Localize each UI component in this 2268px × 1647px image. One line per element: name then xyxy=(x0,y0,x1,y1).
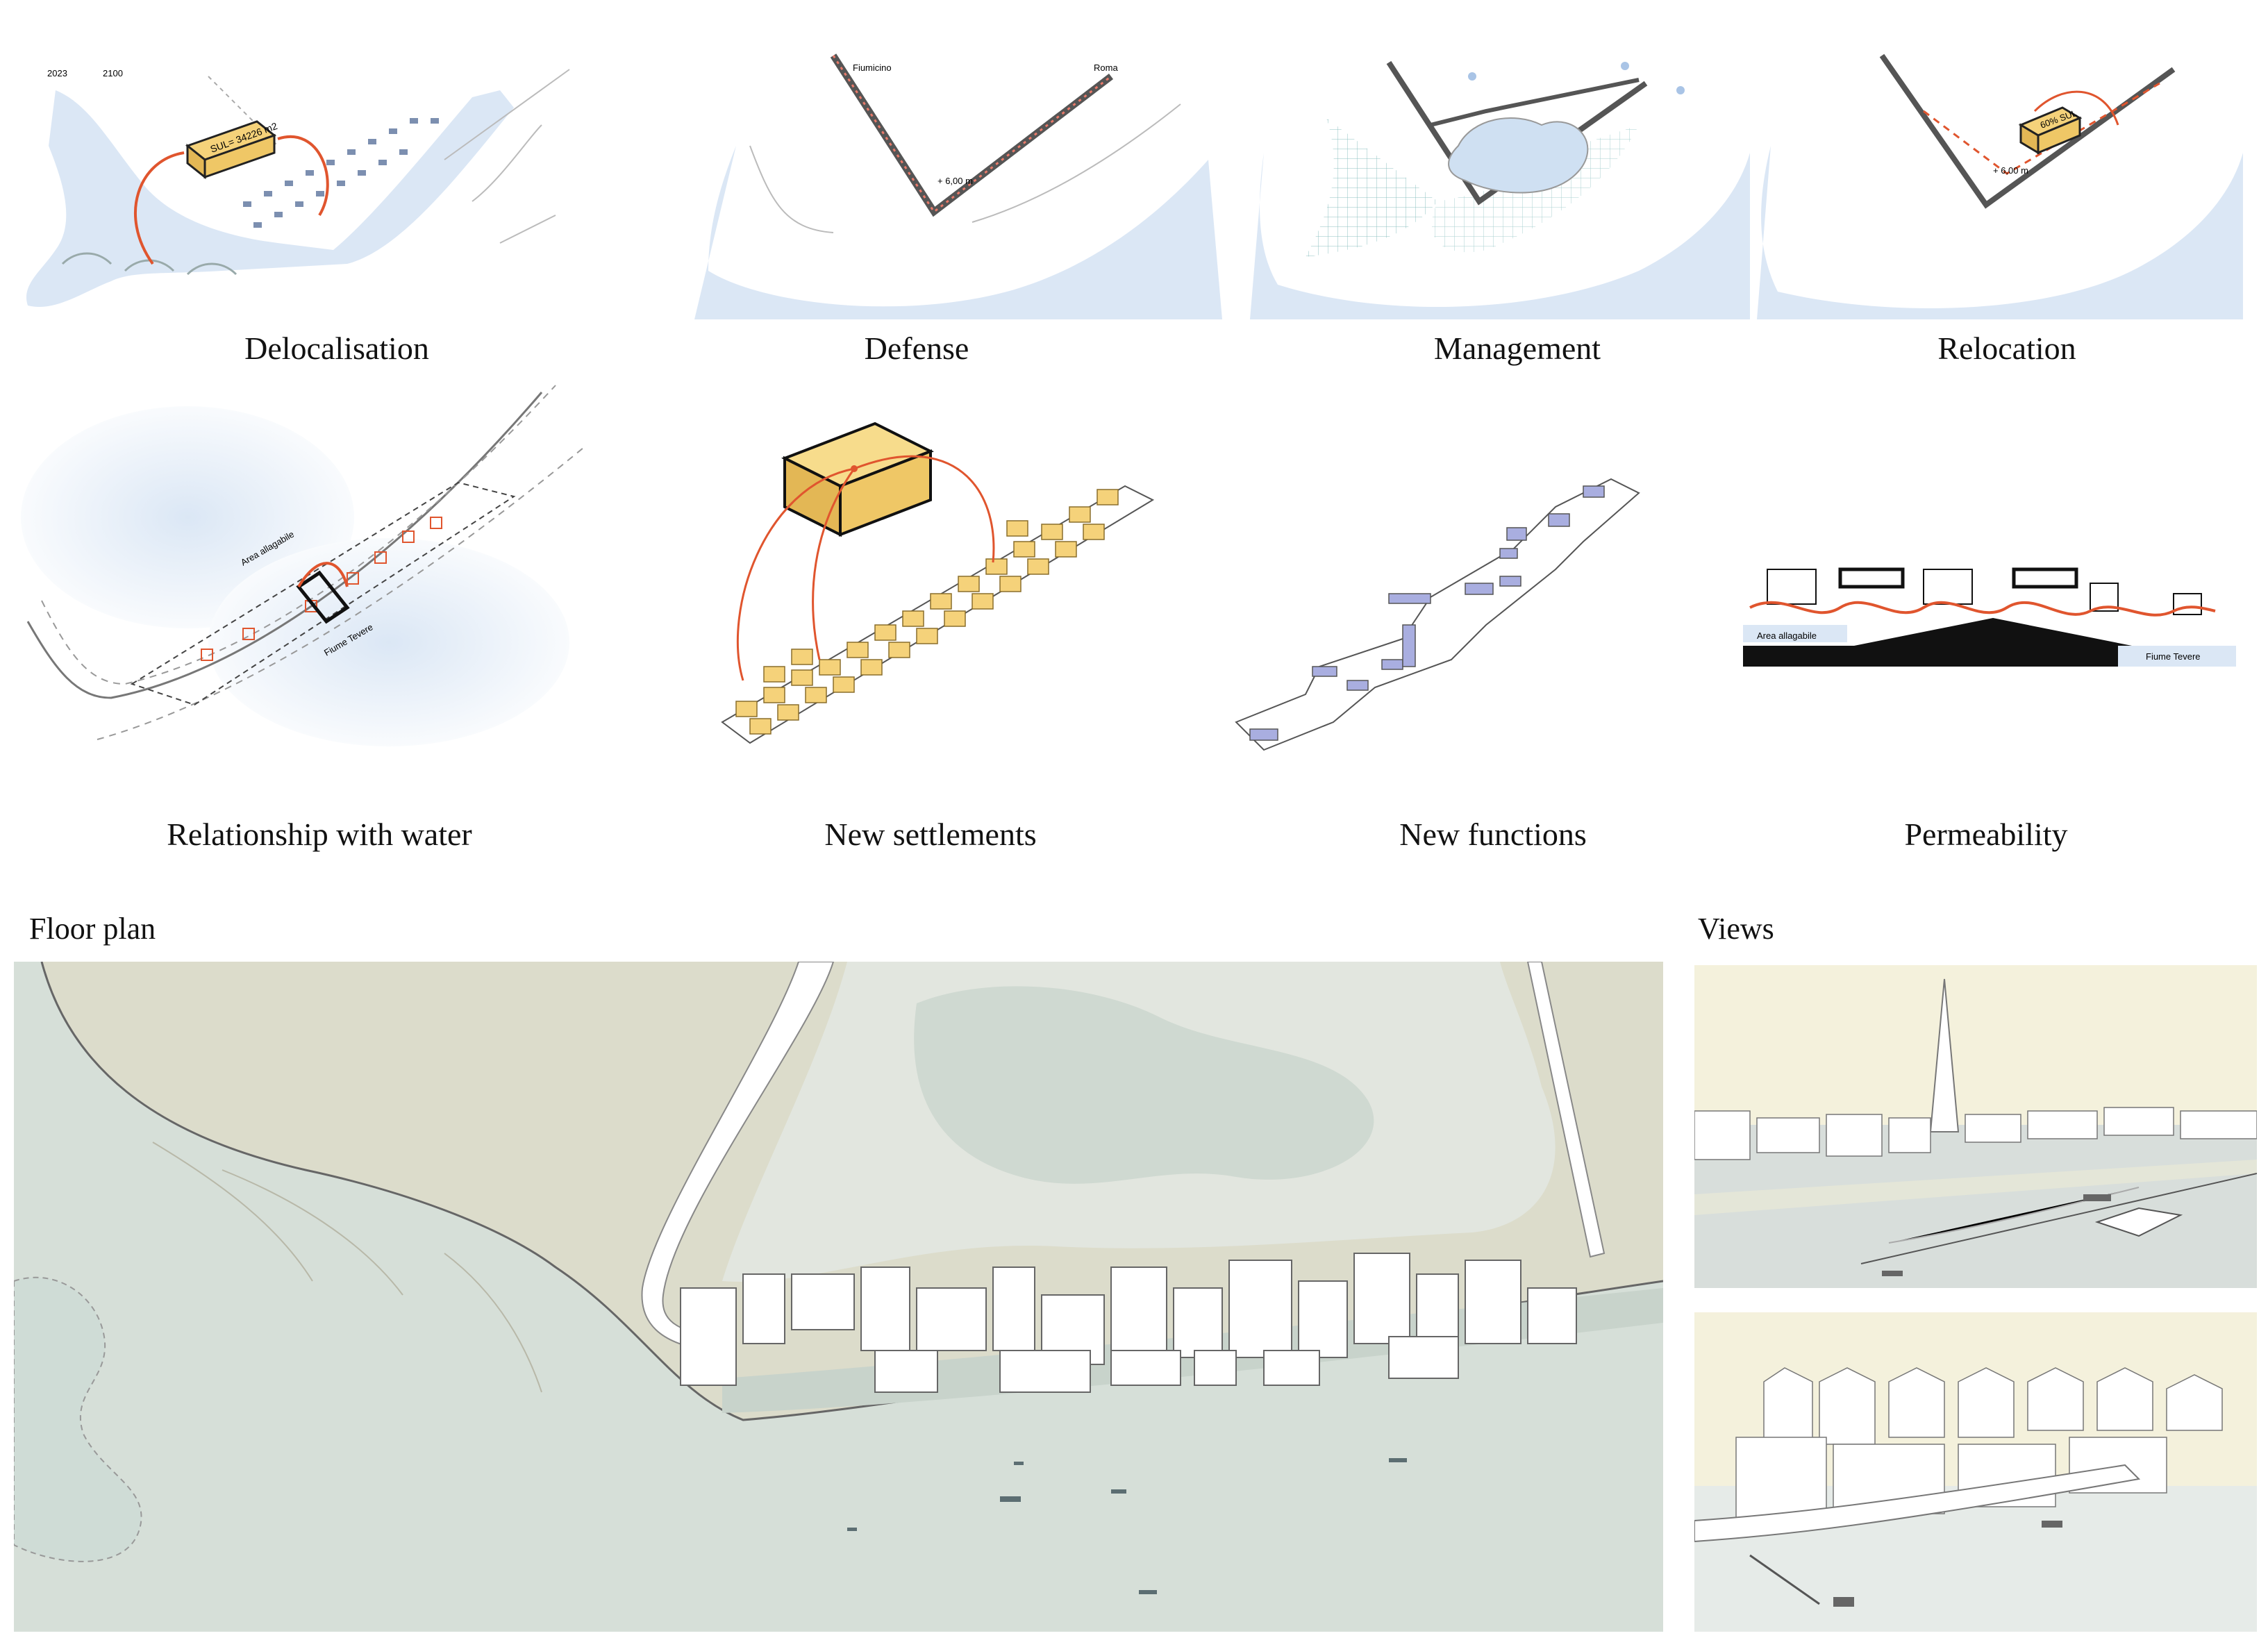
svg-text:+ 6,00 m: + 6,00 m xyxy=(937,176,973,186)
coast-water xyxy=(26,90,515,307)
delocalisation-diagram: 2023 2100 SUL= 34226 m2 xyxy=(14,42,653,319)
floor-plan-image xyxy=(14,962,1663,1632)
floor-plan-title: Floor plan xyxy=(29,912,156,946)
caption-new-settlements: New settlements xyxy=(824,817,1037,852)
svg-text:2023: 2023 xyxy=(47,68,67,78)
new-settlements-diagram xyxy=(708,403,1208,764)
caption-defense: Defense xyxy=(864,331,969,366)
caption-relocation: Relocation xyxy=(1937,331,2076,366)
relocation-diagram: 60% SUL + 6,00 m xyxy=(1757,42,2243,319)
svg-text:Fiume Tevere: Fiume Tevere xyxy=(2146,651,2201,662)
caption-relationship-water: Relationship with water xyxy=(167,817,472,852)
views-title: Views xyxy=(1698,912,1774,946)
caption-delocalisation: Delocalisation xyxy=(244,331,429,366)
caption-permeability: Permeability xyxy=(1904,817,2068,852)
management-diagram xyxy=(1250,42,1750,319)
svg-text:2100: 2100 xyxy=(103,68,123,78)
view-2-image xyxy=(1694,1312,2257,1632)
svg-text:Fiumicino: Fiumicino xyxy=(853,62,892,73)
defense-diagram: Fiumicino Roma + 6,00 m xyxy=(694,42,1222,319)
svg-text:+ 6,00 m: + 6,00 m xyxy=(1993,165,2028,176)
svg-text:Roma: Roma xyxy=(1094,62,1118,73)
new-functions-diagram xyxy=(1222,458,1667,764)
relationship-water-diagram: Area allagabile Fiume Tevere xyxy=(14,378,611,767)
permeability-diagram: Area allagabile Fiume Tevere xyxy=(1729,542,2243,694)
svg-text:Area allagabile: Area allagabile xyxy=(1757,630,1817,641)
caption-management: Management xyxy=(1433,331,1601,366)
caption-new-functions: New functions xyxy=(1399,817,1587,852)
view-1-image xyxy=(1694,965,2257,1288)
